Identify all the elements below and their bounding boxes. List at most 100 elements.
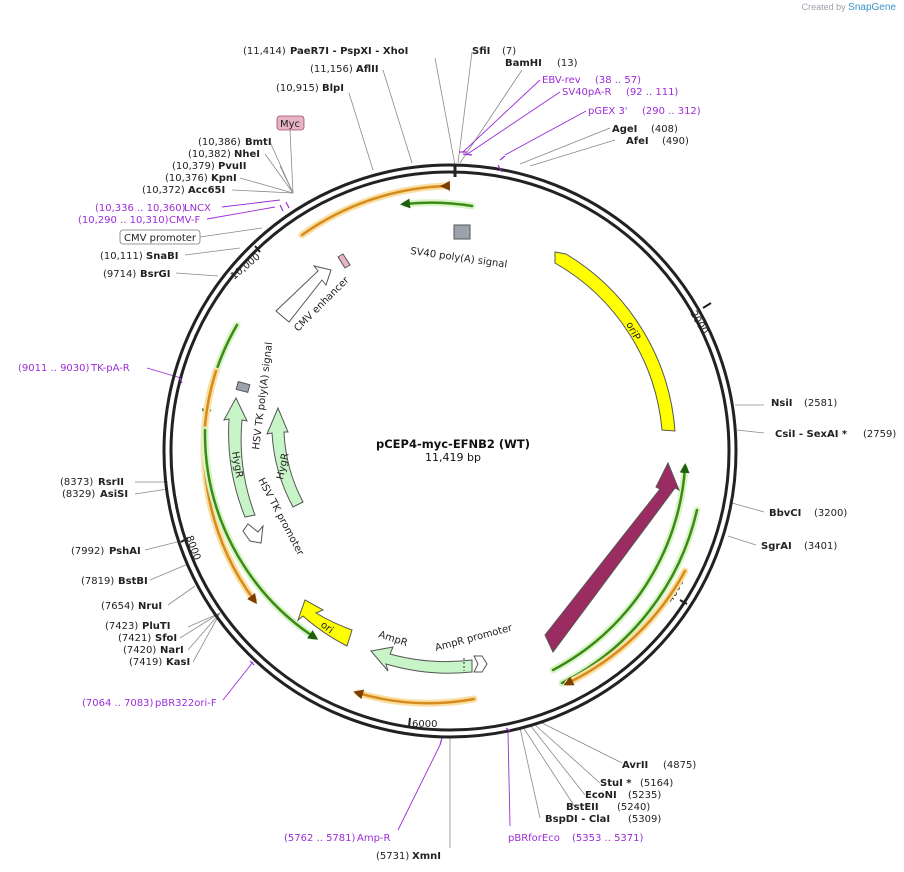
cmv-enhancer-feature [275,265,332,323]
enzyme-pos-xhoi: (11,414) [243,46,286,57]
enzyme-aflii: AflII [356,64,379,75]
sv40-polya-label: SV40 poly(A) signal [410,246,508,270]
primer-range-sv40pa-r: (92 .. 111) [626,87,678,98]
hsv-tk-promoter-label: HSV TK promoter [255,476,306,558]
enzyme-bmti: BmtI [245,137,272,148]
primer-cmv-f: CMV-F [169,215,200,226]
enzyme-pos-pluti: (7423) [105,621,138,632]
enzyme-snabi: SnaBI [146,251,178,262]
enzyme-bstbi: BstBI [118,576,148,587]
enzyme-pos-bsrgi: (9714) [103,269,136,280]
enzyme-bamhi: BamHI [505,58,542,69]
enzyme-pos-kpni: (10,376) [165,173,208,184]
primer-pgex3: pGEX 3' [588,106,628,117]
primer-range-pbr322ori-f: (7064 .. 7083) [82,698,154,709]
hygr-feature-2 [266,406,304,508]
enzyme-pos-aflii: (11,156) [310,64,353,75]
ampr-feature [370,646,473,674]
enzyme-pos-stui: (5164) [640,778,673,789]
primer-ebv-rev: EBV-rev [542,75,581,86]
enzyme-pos-nrui: (7654) [101,601,134,612]
primer-ticks [179,151,511,746]
myc-label: Myc [280,119,300,130]
primer-amp-r: Amp-R [357,833,391,844]
enzyme-pos-sfii: (7) [502,46,516,57]
hygr-label-2: HygR [275,452,291,480]
enzyme-kpni: KpnI [211,173,237,184]
hsv-tk-promoter-feature [242,523,264,544]
enzyme-kasi: KasI [166,657,190,668]
enzyme-bsrgi: BsrGI [140,269,170,280]
primer-range-cmv-f: (10,290 .. 10,310) [78,215,169,226]
tick-label-10000: 10,000 [229,251,263,282]
enzyme-pos-xmni: (5731) [376,851,409,862]
features [223,224,680,674]
enzyme-pos-rsrii: (8373) [60,477,93,488]
orf-arcs [200,180,701,707]
hygr-label-1: HygR [229,451,244,479]
position-ticks [180,165,712,728]
tick-label-6000: 6000 [412,719,437,730]
enzyme-pos-asisi: (8329) [62,489,95,500]
plasmid-size: 11,419 bp [425,451,481,464]
enzyme-econi: EcoNI [585,790,617,801]
enzyme-asisi: AsiSI [100,489,128,500]
primer-leader-lines [146,79,587,831]
enzyme-pos-blpi: (10,915) [276,83,319,94]
enzyme-pos-clai: (5309) [628,814,661,825]
enzyme-pos-nhei: (10,382) [188,149,231,160]
primer-range-ebv-rev: (38 .. 57) [595,75,641,86]
enzyme-xmni: XmnI [412,851,441,862]
primer-range-pbrforeco: (5353 .. 5371) [572,833,644,844]
plasmid-title: pCEP4-myc-EFNB2 (WT) [376,437,530,451]
hsv-tk-polya-feature [235,380,251,394]
ebna1-feature [544,461,680,653]
enzyme-acc65i: Acc65I [188,185,225,196]
enzyme-pshai: PshAI [109,546,141,557]
enzyme-xhoi: PaeR7I - PspXI - XhoI [290,46,408,57]
enzyme-afei: AfeI [626,136,649,147]
enzyme-pos-bmti: (10,386) [198,137,241,148]
enzyme-pos-nsii: (2581) [804,398,837,409]
ori-feature [296,599,353,647]
enzyme-pos-sexai: (2759) [863,429,896,440]
backbone [162,163,738,739]
enzyme-nhei: NheI [234,149,260,160]
cmv-promoter-label: CMV promoter [124,233,197,244]
enzyme-nsii: NsiI [771,398,792,409]
primer-lncx: LNCX [184,203,211,214]
enzyme-agei: AgeI [612,124,637,135]
enzyme-rsrii: RsrII [98,477,124,488]
snapgene-logo: SnapGene [848,2,896,13]
primer-range-lncx: (10,336 .. 10,360) [95,203,186,214]
enzyme-pos-bamhi: (13) [557,58,578,69]
enzyme-sfoi: SfoI [155,633,177,644]
enzyme-sfii: SfiI [472,46,490,57]
enzyme-pos-pshai: (7992) [71,546,104,557]
primer-pbrforeco: pBRforEco [508,833,560,844]
enzyme-pos-nari: (7420) [123,645,156,656]
myc-feature [337,253,351,269]
enzyme-pos-econi: (5235) [628,790,661,801]
ampr-promoter-feature [473,655,488,673]
enzyme-pos-sfoi: (7421) [118,633,151,644]
enzyme-pos-agei: (408) [651,124,678,135]
branding-prefix: Created by [801,2,846,12]
enzyme-pos-kasi: (7419) [129,657,162,668]
enzyme-sexai: CsiI - SexAI * [775,429,848,440]
primer-pbr322ori-f: pBR322ori-F [155,698,217,709]
hygr-feature-1 [223,396,256,518]
ampr-label: AmpR [377,629,409,649]
enzyme-pos-bbvci: (3200) [814,508,847,519]
myc-box: Myc [276,115,305,131]
enzyme-avrii: AvrII [622,760,648,771]
snapgene-branding: Created by SnapGene [802,2,896,13]
enzyme-nari: NarI [160,645,184,656]
cmv-promoter-box: CMV promoter [119,229,201,245]
enzyme-pos-snabi: (10,111) [100,251,143,262]
enzyme-bsteii: BstEII [566,802,599,813]
enzyme-pos-avrii: (4875) [663,760,696,771]
enzyme-pos-pvuii: (10,379) [172,161,215,172]
enzyme-pos-afei: (490) [662,136,689,147]
